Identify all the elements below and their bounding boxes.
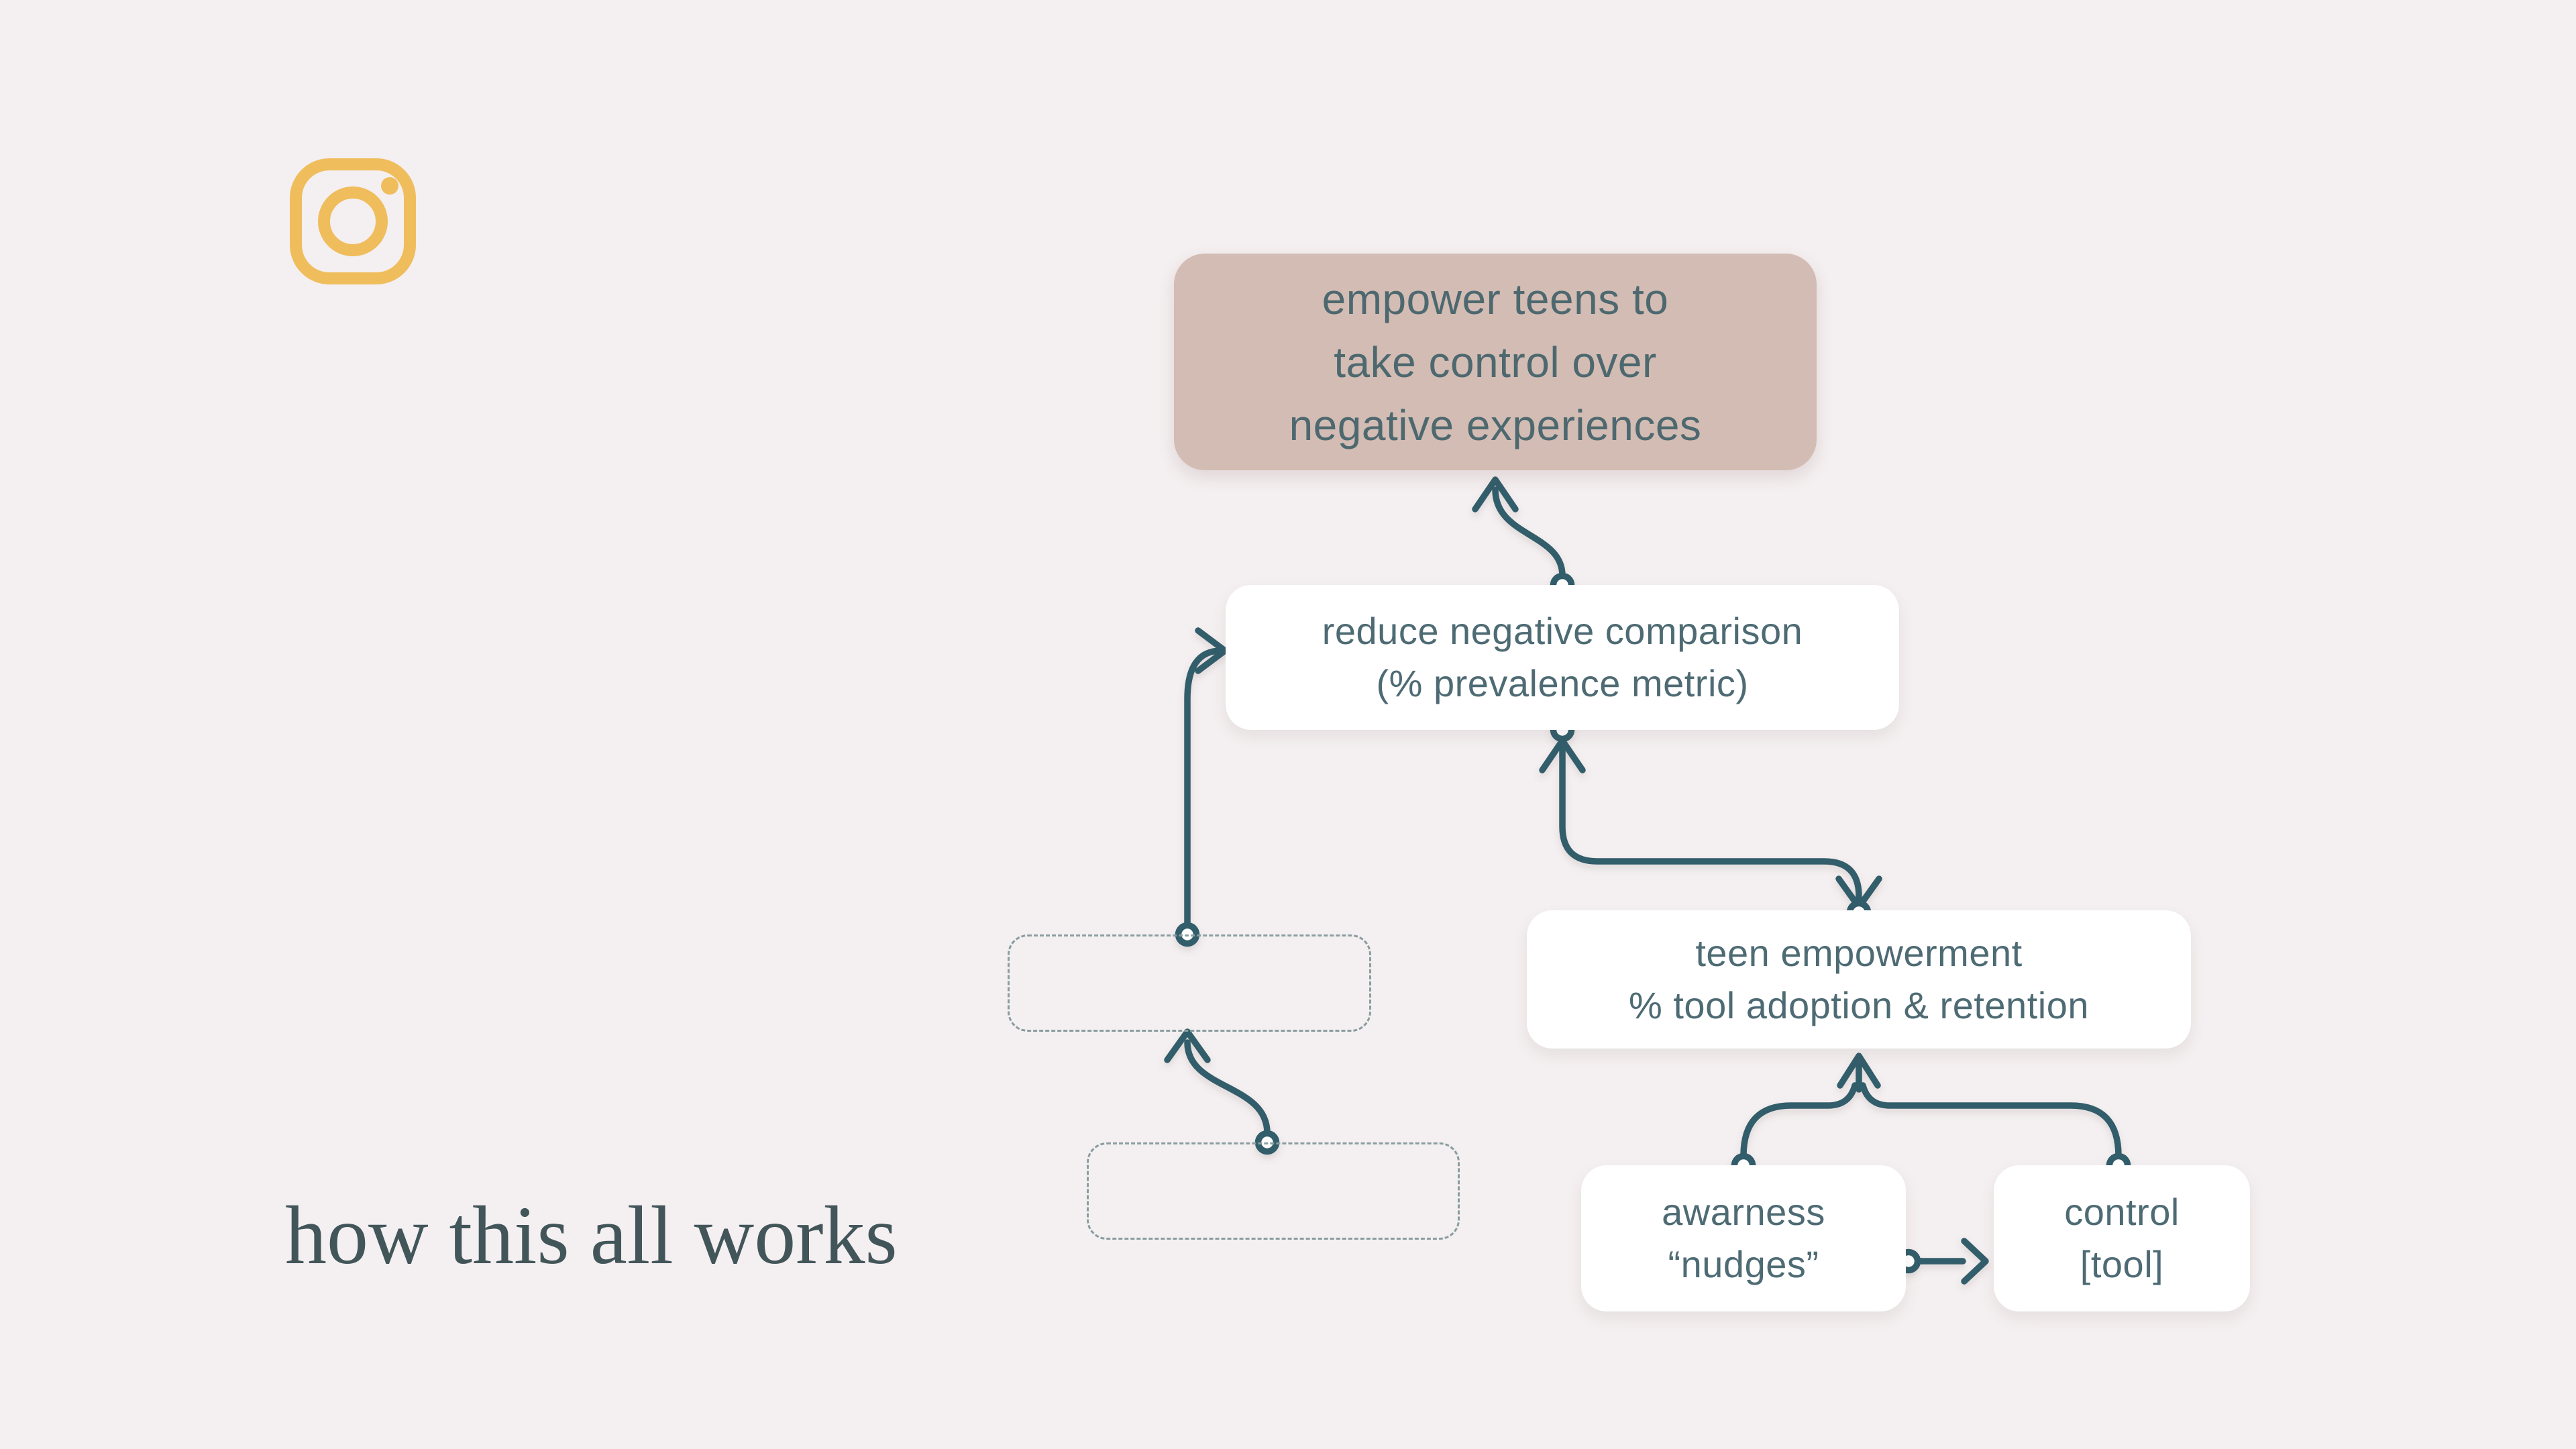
- node-control-tool[interactable]: control [tool]: [1994, 1165, 2250, 1311]
- edge-teen-to-reduce: [1539, 717, 1882, 925]
- node-placeholder-upper[interactable]: [1008, 934, 1371, 1032]
- edge-merge-to-teen: [1731, 1053, 2131, 1178]
- node-goal[interactable]: empower teens to take control over negat…: [1174, 254, 1817, 470]
- node-goal-line: take control over: [1334, 337, 1657, 386]
- page-title: how this all works: [285, 1189, 898, 1281]
- node-teen-line: % tool adoption & retention: [1629, 984, 2089, 1026]
- node-awareness-nudges[interactable]: awarness “nudges”: [1581, 1165, 1906, 1311]
- node-teen-line: teen empowerment: [1695, 932, 2023, 974]
- node-reduce-line: reduce negative comparison: [1322, 610, 1803, 652]
- node-reduce-negative-comparison[interactable]: reduce negative comparison (% prevalence…: [1226, 585, 1899, 730]
- node-teen-empowerment[interactable]: teen empowerment % tool adoption & reten…: [1527, 910, 2191, 1049]
- node-control-line: control: [2064, 1191, 2180, 1233]
- node-reduce-line: (% prevalence metric): [1376, 662, 1749, 704]
- node-awareness-line: awarness: [1662, 1191, 1825, 1233]
- edge-awareness-to-control: [1896, 1238, 1989, 1285]
- node-goal-line: negative experiences: [1289, 400, 1702, 449]
- instagram-logo-icon: [290, 158, 416, 284]
- node-goal-line: empower teens to: [1322, 274, 1669, 323]
- edge-placeholder-lower-to-upper: [1164, 1028, 1280, 1155]
- edge-placeholder-upper-to-reduce: [1175, 627, 1228, 947]
- node-awareness-line: “nudges”: [1668, 1243, 1819, 1285]
- node-placeholder-lower[interactable]: [1087, 1142, 1460, 1240]
- node-control-line: [tool]: [2080, 1243, 2164, 1285]
- edge-reduce-to-goal: [1472, 476, 1575, 598]
